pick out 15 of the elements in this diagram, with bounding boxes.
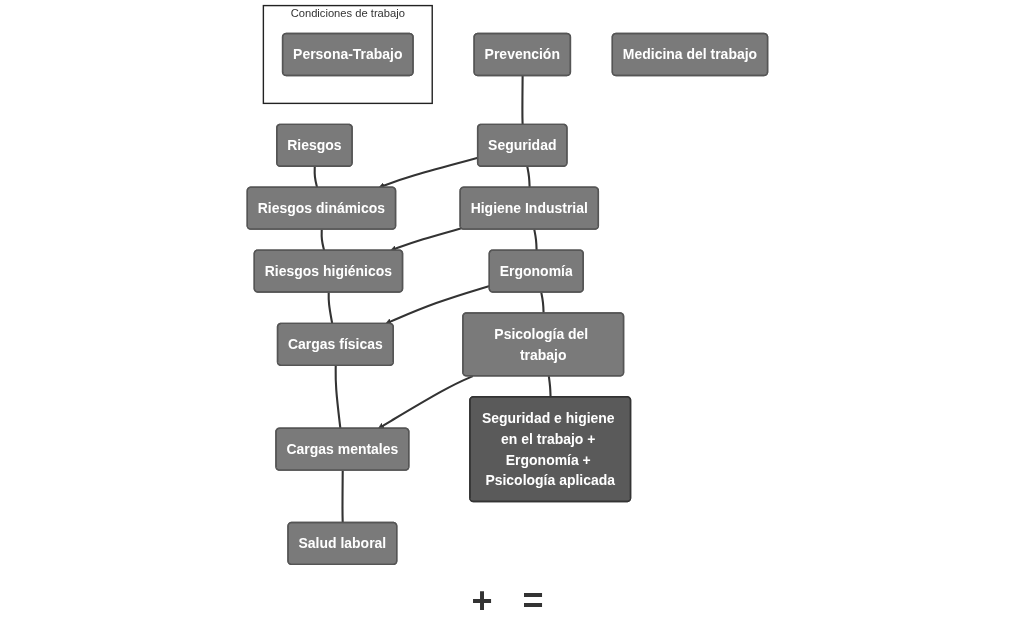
connector [547, 376, 552, 398]
connector [327, 292, 334, 324]
connector [313, 166, 319, 188]
connector [533, 229, 538, 251]
connector [320, 229, 326, 251]
arrow [390, 227, 462, 252]
connector [526, 166, 531, 188]
operator-sign: + [471, 580, 493, 622]
connector [521, 75, 524, 125]
connector [341, 470, 344, 523]
operator-sign: = [522, 580, 544, 622]
connector [334, 365, 342, 429]
arrow [378, 375, 474, 429]
connector [540, 292, 545, 314]
arrow [385, 284, 490, 325]
